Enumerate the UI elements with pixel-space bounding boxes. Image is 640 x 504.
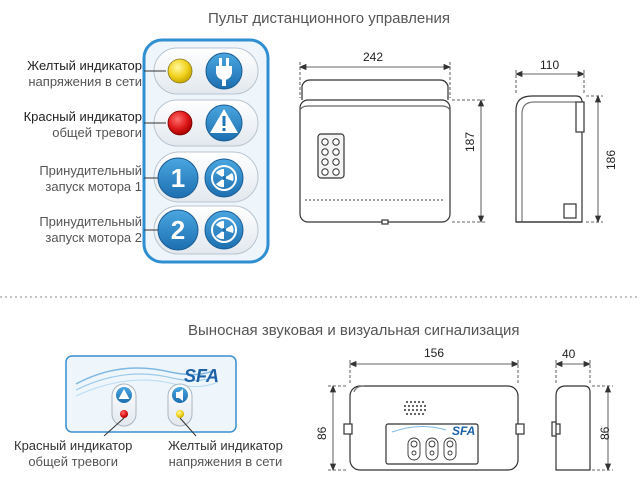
label-main: Принудительный bbox=[39, 163, 142, 178]
dim-width-bottom: 156 bbox=[424, 346, 445, 360]
label-yellow-indicator-bottom: Желтый индикатор напряжения в сети bbox=[168, 438, 283, 470]
alarm-box-side bbox=[551, 385, 591, 471]
brand-logo-device: SFA bbox=[452, 424, 476, 438]
label-main: Желтый индикатор bbox=[27, 58, 142, 73]
dim-depth-top: 110 bbox=[540, 58, 560, 72]
plug-icon bbox=[205, 52, 243, 90]
warning-icon bbox=[116, 387, 132, 403]
dim-height-side-top: 186 bbox=[604, 149, 618, 170]
label-red-indicator: Красный индикатор общей тревоги bbox=[24, 109, 142, 141]
dimension-lines-bottom-front bbox=[328, 360, 520, 472]
alarm-panel bbox=[65, 355, 237, 433]
motor-2-number: 2 bbox=[170, 215, 186, 245]
motor-icon bbox=[204, 210, 244, 250]
label-main: Принудительный bbox=[39, 214, 142, 229]
control-box-front bbox=[299, 79, 451, 225]
label-sub: общей тревоги bbox=[28, 454, 119, 469]
label-sub: напряжения в сети bbox=[168, 454, 283, 469]
bottom-title: Выносная звуковая и визуальная сигнализа… bbox=[188, 322, 520, 339]
motor-1-number: 1 bbox=[170, 163, 186, 193]
control-box-side bbox=[515, 95, 585, 223]
label-sub: общей тревоги bbox=[52, 125, 142, 140]
label-main: Красный индикатор bbox=[14, 438, 133, 453]
yellow-lamp bbox=[176, 410, 184, 418]
dim-height-front-top: 187 bbox=[463, 131, 477, 152]
label-red-indicator-bottom: Красный индикатор общей тревоги bbox=[14, 438, 132, 470]
dim-width-top: 242 bbox=[363, 50, 384, 64]
motor-1-button bbox=[157, 157, 199, 199]
label-motor-1: Принудительный запуск мотора 1 bbox=[39, 163, 142, 195]
dim-height-front-bottom: 86 bbox=[315, 426, 329, 440]
red-lamp bbox=[167, 110, 193, 136]
motor-icon bbox=[204, 158, 244, 198]
alarm-box-front bbox=[343, 385, 525, 471]
warning-icon bbox=[205, 104, 243, 142]
leader-lines bbox=[144, 70, 166, 231]
label-main: Желтый индикатор bbox=[168, 438, 283, 453]
leader-lines-bottom bbox=[103, 417, 197, 437]
top-title: Пульт дистанционного управления bbox=[208, 10, 451, 27]
label-sub: запуск мотора 1 bbox=[45, 179, 142, 194]
yellow-lamp bbox=[167, 58, 193, 84]
motor-2-button bbox=[157, 209, 199, 251]
label-yellow-indicator: Желтый индикатор напряжения в сети bbox=[27, 58, 142, 90]
red-lamp bbox=[120, 410, 128, 418]
brand-logo: SFA bbox=[184, 366, 220, 386]
dim-height-side-bottom: 86 bbox=[598, 426, 612, 440]
label-main: Красный индикатор bbox=[23, 109, 142, 124]
label-sub: напряжения в сети bbox=[28, 74, 142, 89]
label-motor-2: Принудительный запуск мотора 2 bbox=[39, 214, 142, 246]
label-sub: запуск мотора 2 bbox=[45, 230, 142, 245]
dimension-lines-bottom-side bbox=[554, 360, 613, 472]
dimension-lines-side bbox=[514, 70, 603, 224]
dimension-lines-front bbox=[298, 62, 486, 224]
dim-depth-bottom: 40 bbox=[562, 347, 576, 361]
speaker-icon bbox=[172, 387, 188, 403]
speaker-grille bbox=[403, 400, 427, 416]
